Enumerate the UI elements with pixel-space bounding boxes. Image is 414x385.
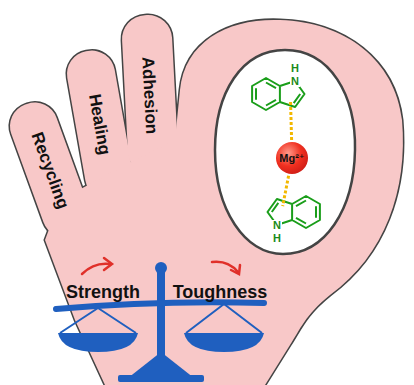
indole-structures: [252, 78, 320, 228]
finger-loop: [215, 50, 355, 254]
scale-label: Toughness: [173, 283, 268, 301]
hand-fill: [4, 14, 403, 385]
scale-label: Strength: [66, 283, 140, 301]
cation-pi-dash: [283, 176, 289, 206]
metal-ion-circle: Mg²⁺: [276, 142, 308, 174]
atom-label: N: [290, 76, 300, 87]
cation-pi-dash: [291, 100, 292, 140]
atom-label: N: [272, 220, 282, 231]
tilt-arrows: [82, 258, 240, 274]
ion-label: Mg²⁺: [279, 153, 304, 164]
hand-outline: [4, 14, 403, 385]
balance-scale: [56, 262, 264, 382]
finger-label: Adhesion: [139, 56, 160, 134]
atom-label: H: [272, 233, 282, 244]
atom-label: H: [290, 63, 300, 74]
